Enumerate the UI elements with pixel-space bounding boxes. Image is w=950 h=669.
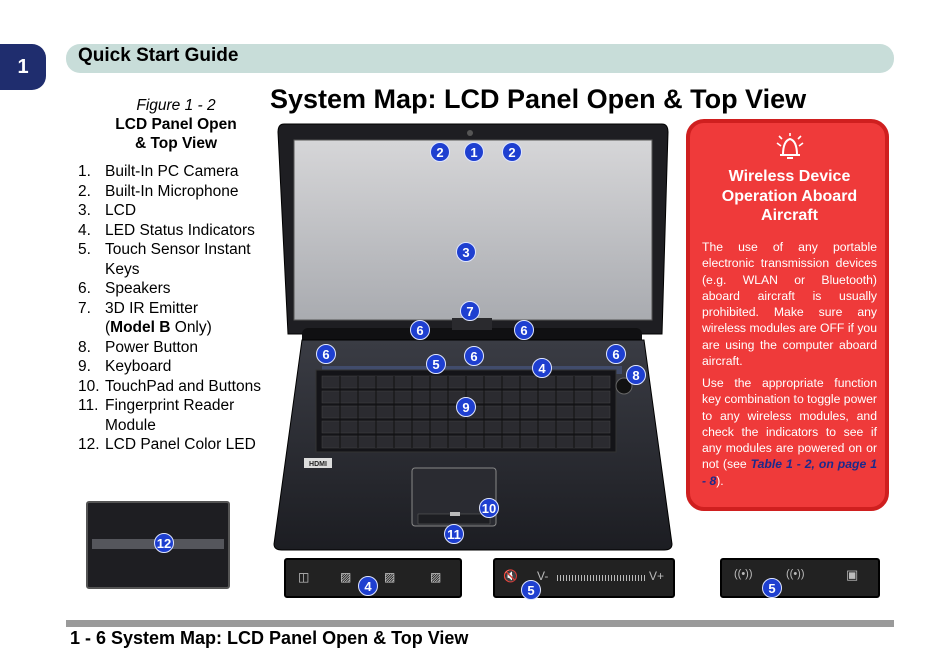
- table-reference-link[interactable]: Table 1 - 2, on page 1 - 8: [702, 457, 877, 488]
- legend-item: 1. Built-In PC Camera: [78, 162, 268, 182]
- legend-text: Built-In PC Camera: [105, 163, 239, 180]
- legend-item: 2. Built-In Microphone: [78, 182, 268, 202]
- callout-5b: 5: [521, 580, 541, 600]
- legend-num: 6.: [78, 280, 91, 297]
- callout-6c: 6: [316, 344, 336, 364]
- callout-12: 12: [154, 533, 174, 553]
- callout-4b: 4: [358, 576, 378, 596]
- legend-item: 8. Power Button: [78, 338, 268, 358]
- callout-8: 8: [626, 365, 646, 385]
- legend-num: 9.: [78, 358, 91, 375]
- header-bar: [66, 44, 894, 73]
- legend-item: 5. Touch Sensor Instant Keys: [78, 240, 268, 279]
- bluetooth-icon: ((•)): [734, 568, 753, 580]
- footer-bar: [66, 620, 894, 627]
- legend-item: 4. LED Status Indicators: [78, 221, 268, 241]
- legend-num: 1.: [78, 163, 91, 180]
- mute-icon: 🔇: [503, 569, 518, 583]
- page-title: System Map: LCD Panel Open & Top View: [270, 84, 807, 114]
- figure-caption-line2: & Top View: [134, 135, 218, 152]
- header-title: Quick Start Guide: [78, 45, 239, 66]
- legend-text: LCD Panel Color LED: [105, 436, 256, 453]
- legend-item: 12. LCD Panel Color LED: [78, 435, 268, 455]
- legend-text: Touch Sensor Instant Keys: [105, 241, 251, 278]
- legend-text: LCD: [105, 202, 137, 219]
- hdmi-label: HDMI: [309, 461, 327, 468]
- caps-lock-icon: ▨: [384, 570, 396, 584]
- scroll-lock-icon: ▨: [430, 570, 442, 584]
- legend-model-b: Model B: [110, 319, 171, 336]
- legend-text: TouchPad and Buttons: [105, 377, 261, 395]
- callout-9: 9: [456, 397, 476, 417]
- figure-number: Figure 1 - 2: [136, 97, 216, 114]
- legend-item: 6. Speakers: [78, 279, 268, 299]
- callout-7: 7: [460, 301, 480, 321]
- warning-paragraph-2: Use the appropriate function key combina…: [702, 375, 877, 489]
- laptop-illustration: HDMI 2 1 2 3 7 6 6 6 6 6 5 4 8 9 10 11: [272, 120, 674, 552]
- legend-text: Fingerprint Reader Module: [105, 397, 235, 434]
- callout-10: 10: [479, 498, 499, 518]
- warning-p2-end: ).: [716, 473, 724, 488]
- callout-4: 4: [532, 358, 552, 378]
- led-indicator-strip: ◫ ▨ ▨ ▨ 4: [284, 558, 462, 598]
- callout-1: 1: [464, 142, 484, 162]
- legend-text: Speakers: [105, 280, 171, 297]
- legend-item: 10. TouchPad and Buttons: [78, 377, 268, 397]
- volume-plus-label: V+: [649, 569, 665, 583]
- aircraft-warning-icon: [776, 133, 804, 159]
- legend-text: Built-In Microphone: [105, 182, 239, 200]
- callout-6b: 6: [514, 320, 534, 340]
- aircraft-warning-box: Wireless Device Operation Aboard Aircraf…: [686, 119, 889, 511]
- legend-item: 11. Fingerprint Reader Module: [78, 396, 268, 435]
- warning-paragraph-1: The use of any portable electronic trans…: [702, 240, 877, 369]
- legend-num: 3.: [78, 202, 91, 219]
- figure-caption: Figure 1 - 2 LCD Panel Open & Top View: [78, 96, 274, 153]
- footer-title: 1 - 6 System Map: LCD Panel Open & Top V…: [70, 628, 469, 648]
- callout-6e: 6: [606, 344, 626, 364]
- laptop-drawing: HDMI: [273, 123, 673, 551]
- figure-caption-line1: LCD Panel Open: [115, 116, 237, 133]
- num-lock-icon: ▨: [340, 570, 352, 584]
- legend-item: 3. LCD: [78, 201, 268, 221]
- legend-list: 1. Built-In PC Camera 2. Built-In Micropho…: [78, 162, 268, 455]
- lcd-panel-led-image: 12: [86, 501, 230, 589]
- legend-sub-close: Only): [170, 319, 212, 336]
- legend-text: LED Status Indicators: [105, 221, 255, 239]
- chapter-number: 1: [17, 55, 29, 78]
- callout-6d: 6: [464, 346, 484, 366]
- legend-num: 8.: [78, 338, 91, 356]
- callout-2: 2: [430, 142, 450, 162]
- callout-3: 3: [456, 242, 476, 262]
- legend-num: 5.: [78, 241, 91, 258]
- volume-minus-label: V-: [537, 569, 549, 583]
- callout-5c: 5: [762, 578, 782, 598]
- legend-num: 4.: [78, 221, 91, 239]
- warning-title: Wireless Device Operation Aboard Aircraf…: [721, 168, 858, 224]
- callout-5: 5: [426, 354, 446, 374]
- legend-num: 11.: [78, 397, 99, 414]
- legend-num: 2.: [78, 182, 91, 200]
- callout-6a: 6: [410, 320, 430, 340]
- warning-p2-text: Use the appropriate function key combina…: [702, 376, 877, 472]
- volume-touch-strip: 🔇 V- V+ 5: [493, 558, 675, 600]
- callout-2b: 2: [502, 142, 522, 162]
- camera-icon: ▣: [846, 567, 859, 582]
- legend-item: 7. 3D IR Emitter (Model B Only): [78, 299, 268, 338]
- legend-num: 7.: [78, 299, 91, 317]
- callout-11: 11: [444, 524, 464, 544]
- legend-sub-open: (: [105, 319, 111, 336]
- chapter-tab: 1: [0, 44, 46, 90]
- legend-text: 3D IR Emitter: [105, 299, 199, 317]
- legend-item: 9. Keyboard: [78, 357, 268, 377]
- wlan-icon: ((•)): [786, 568, 805, 580]
- volume-bar: [557, 575, 647, 581]
- legend-num: 12.: [78, 436, 100, 453]
- legend-text: Power Button: [105, 338, 199, 356]
- legend-text: Keyboard: [105, 358, 172, 375]
- wireless-touch-strip: ((•)) ((•)) ▣ 5: [720, 558, 880, 598]
- hdd-led-icon: ◫: [298, 570, 310, 584]
- legend-num: 10.: [78, 377, 100, 395]
